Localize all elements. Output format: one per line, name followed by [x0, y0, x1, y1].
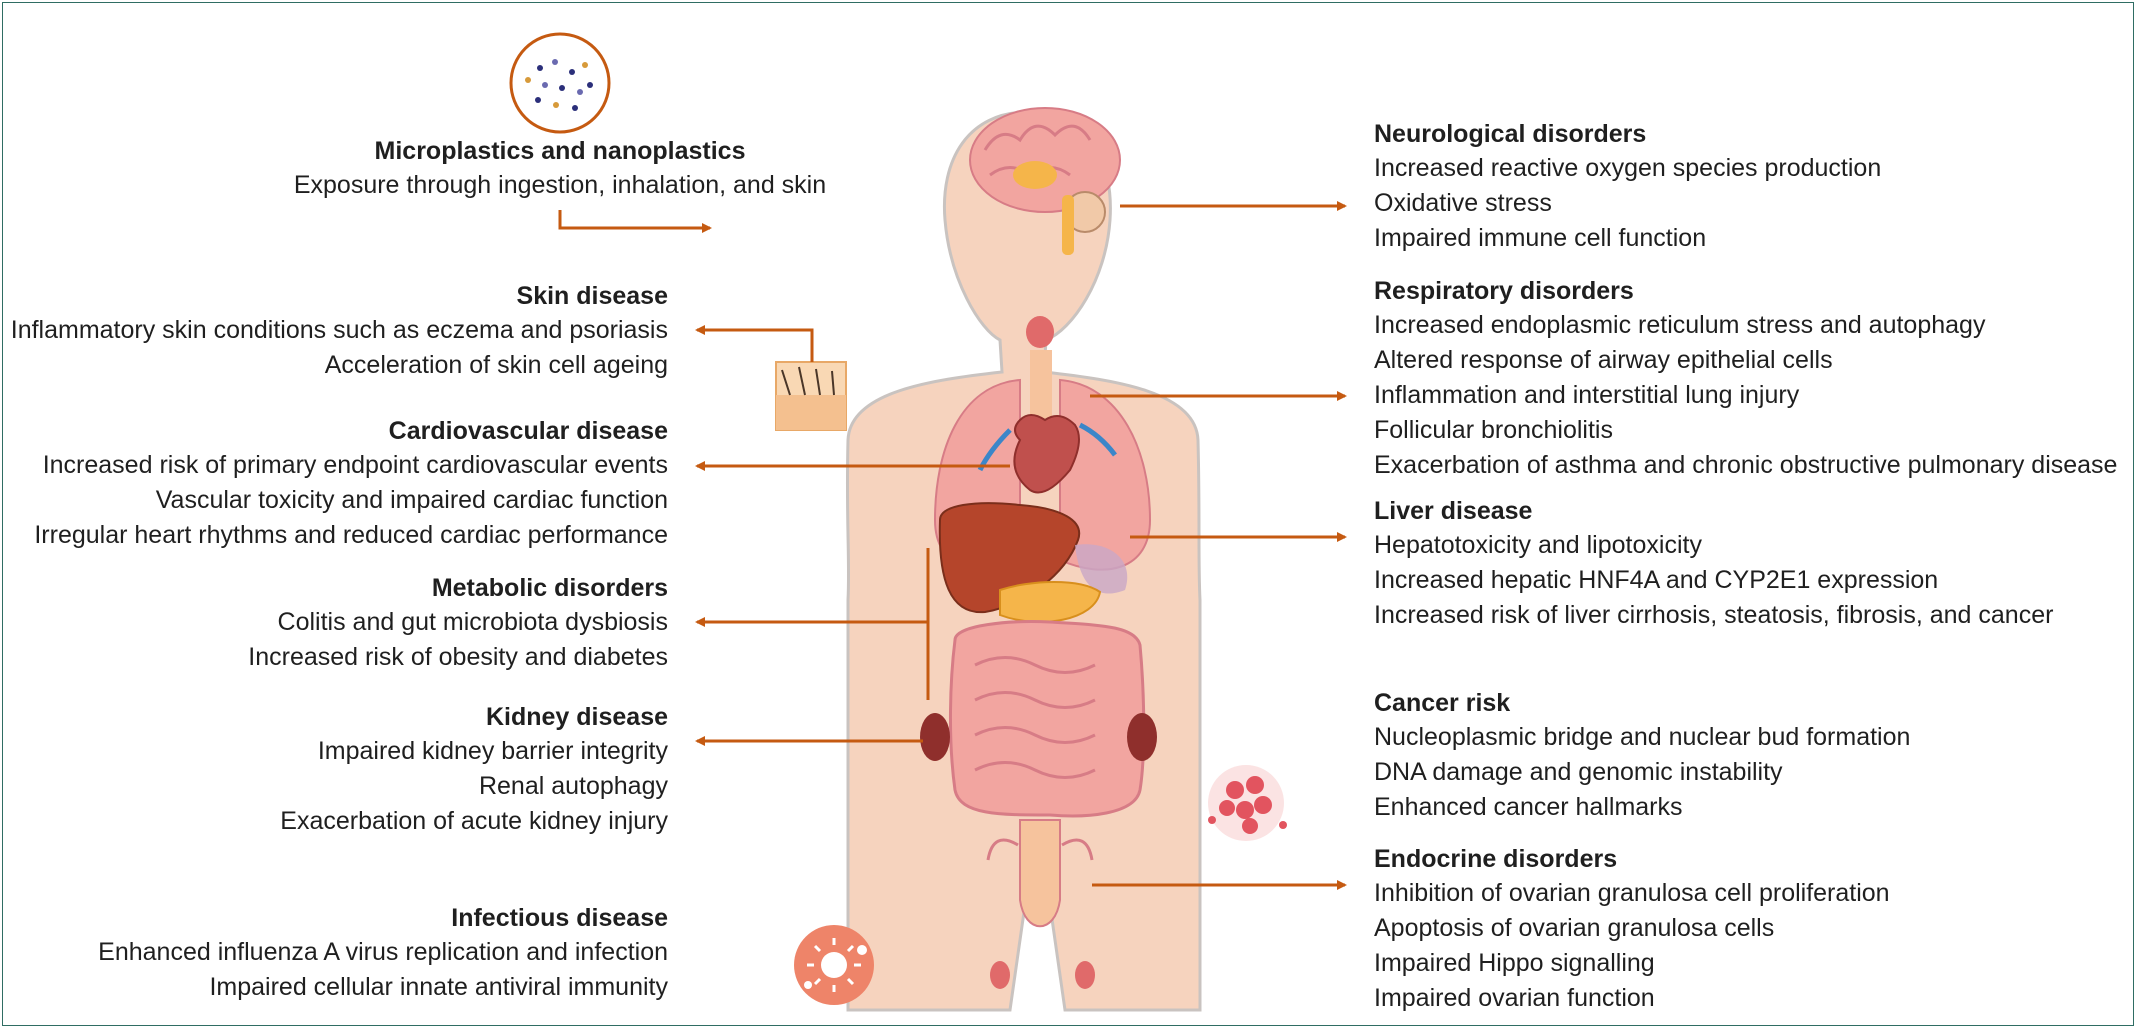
virus-icon: [794, 925, 874, 1005]
kidney-disease-line: Exacerbation of acute kidney injury: [280, 804, 668, 839]
liver-disease-line: Hepatotoxicity and lipotoxicity: [1374, 528, 2053, 563]
respiratory-disorders-title: Respiratory disorders: [1374, 274, 2117, 308]
arrow-exposure: [560, 210, 710, 228]
cancer-cell-icon: [1208, 765, 1287, 841]
endocrine-disorders-block: Endocrine disorders Inhibition of ovaria…: [1374, 842, 1890, 1016]
respiratory-disorders-line: Inflammation and interstitial lung injur…: [1374, 378, 2117, 413]
exposure-text: Exposure through ingestion, inhalation, …: [260, 168, 860, 203]
cardiovascular-disease-title: Cardiovascular disease: [34, 414, 668, 448]
liver-disease-line: Increased hepatic HNF4A and CYP2E1 expre…: [1374, 563, 2053, 598]
endocrine-disorders-line: Impaired ovarian function: [1374, 981, 1890, 1016]
respiratory-disorders-line: Altered response of airway epithelial ce…: [1374, 343, 2117, 378]
cancer-risk-title: Cancer risk: [1374, 686, 1910, 720]
cardiovascular-disease-line: Irregular heart rhythms and reduced card…: [34, 518, 668, 553]
neurological-disorders-title: Neurological disorders: [1374, 117, 1881, 151]
thyroid-illustration: [1026, 316, 1054, 348]
cardiovascular-disease-line: Increased risk of primary endpoint cardi…: [34, 448, 668, 483]
kidney-disease-title: Kidney disease: [280, 700, 668, 734]
cardiovascular-disease-line: Vascular toxicity and impaired cardiac f…: [34, 483, 668, 518]
neurological-disorders-block: Neurological disorders Increased reactiv…: [1374, 117, 1881, 256]
respiratory-disorders-line: Increased endoplasmic reticulum stress a…: [1374, 308, 2117, 343]
kidney-disease-block: Kidney disease Impaired kidney barrier i…: [280, 700, 668, 839]
respiratory-disorders-line: Follicular bronchiolitis: [1374, 413, 2117, 448]
metabolic-disorders-line: Increased risk of obesity and diabetes: [248, 640, 668, 675]
left-kidney-illustration: [920, 713, 950, 761]
kidney-disease-line: Impaired kidney barrier integrity: [280, 734, 668, 769]
skin-disease-line: Inflammatory skin conditions such as ecz…: [11, 313, 668, 348]
skin-layer-icon: [776, 362, 846, 430]
infectious-disease-line: Impaired cellular innate antiviral immun…: [98, 970, 668, 1005]
skin-disease-title: Skin disease: [11, 279, 668, 313]
metabolic-disorders-line: Colitis and gut microbiota dysbiosis: [248, 605, 668, 640]
exposure-block: Microplastics and nanoplastics Exposure …: [260, 134, 860, 203]
kidney-disease-line: Renal autophagy: [280, 769, 668, 804]
intestines-illustration: [950, 622, 1143, 816]
metabolic-disorders-block: Metabolic disorders Colitis and gut micr…: [248, 571, 668, 675]
neurological-disorders-line: Increased reactive oxygen species produc…: [1374, 151, 1881, 186]
cancer-risk-line: Nucleoplasmic bridge and nuclear bud for…: [1374, 720, 1910, 755]
cancer-risk-line: Enhanced cancer hallmarks: [1374, 790, 1910, 825]
liver-disease-line: Increased risk of liver cirrhosis, steat…: [1374, 598, 2053, 633]
microplastic-particles-icon: [511, 34, 609, 132]
infectious-disease-title: Infectious disease: [98, 901, 668, 935]
liver-disease-title: Liver disease: [1374, 494, 2053, 528]
endocrine-disorders-title: Endocrine disorders: [1374, 842, 1890, 876]
infectious-disease-block: Infectious disease Enhanced influenza A …: [98, 901, 668, 1005]
neurological-disorders-line: Impaired immune cell function: [1374, 221, 1881, 256]
metabolic-disorders-title: Metabolic disorders: [248, 571, 668, 605]
cardiovascular-disease-block: Cardiovascular disease Increased risk of…: [34, 414, 668, 553]
respiratory-disorders-line: Exacerbation of asthma and chronic obstr…: [1374, 448, 2117, 483]
arrow-skin: [697, 330, 812, 362]
cancer-risk-block: Cancer risk Nucleoplasmic bridge and nuc…: [1374, 686, 1910, 825]
endocrine-disorders-line: Inhibition of ovarian granulosa cell pro…: [1374, 876, 1890, 911]
neurological-disorders-line: Oxidative stress: [1374, 186, 1881, 221]
skin-disease-line: Acceleration of skin cell ageing: [11, 348, 668, 383]
skin-disease-block: Skin disease Inflammatory skin condition…: [11, 279, 668, 383]
liver-disease-block: Liver disease Hepatotoxicity and lipotox…: [1374, 494, 2053, 633]
right-kidney-illustration: [1127, 713, 1157, 761]
endocrine-disorders-line: Impaired Hippo signalling: [1374, 946, 1890, 981]
cancer-risk-line: DNA damage and genomic instability: [1374, 755, 1910, 790]
endocrine-disorders-line: Apoptosis of ovarian granulosa cells: [1374, 911, 1890, 946]
infectious-disease-line: Enhanced influenza A virus replication a…: [98, 935, 668, 970]
respiratory-disorders-block: Respiratory disorders Increased endoplas…: [1374, 274, 2117, 483]
exposure-title: Microplastics and nanoplastics: [260, 134, 860, 168]
